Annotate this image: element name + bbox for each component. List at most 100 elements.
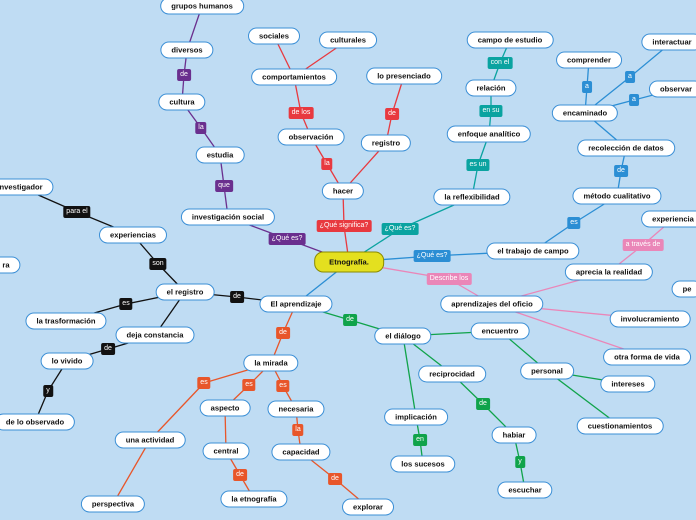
node-lo-presenciado[interactable]: lo presenciado bbox=[366, 67, 442, 85]
node-cultura[interactable]: cultura bbox=[158, 93, 206, 111]
connector-personal-cuestionamientos bbox=[546, 370, 621, 427]
node-aprendizajes-del-oficio[interactable]: aprendizajes del oficio bbox=[440, 295, 544, 313]
node-estudia[interactable]: estudia bbox=[195, 146, 245, 164]
link-label-de: de bbox=[614, 165, 628, 177]
link-label-es: es bbox=[567, 217, 581, 229]
link-label-describe-los: Describe los bbox=[426, 273, 472, 285]
link-label-es: es bbox=[197, 377, 211, 389]
connector-dialogo-implicacion bbox=[402, 335, 417, 418]
link-label-de: de bbox=[101, 343, 115, 355]
node-de-lo-observado[interactable]: de lo observado bbox=[0, 413, 76, 431]
link-label-en: en bbox=[413, 434, 427, 446]
node-comportamientos[interactable]: comportamientos bbox=[251, 68, 337, 86]
node-observacion[interactable]: observación bbox=[277, 128, 345, 146]
node-otra-forma-de-vida[interactable]: otra forma de vida bbox=[603, 348, 691, 366]
node-experiencia[interactable]: experiencia bbox=[641, 210, 696, 228]
link-label-a: a bbox=[629, 94, 639, 106]
node-lo-vivido[interactable]: lo vivido bbox=[40, 352, 94, 370]
node-personal[interactable]: personal bbox=[520, 362, 574, 380]
node-experiencias[interactable]: experiencias bbox=[98, 226, 168, 244]
node-escuchar[interactable]: escuchar bbox=[497, 481, 553, 499]
node-interactuar[interactable]: interactuar bbox=[641, 33, 696, 51]
link-label-que-es: ¿Qué es? bbox=[413, 250, 451, 262]
link-label-con-el: con el bbox=[487, 57, 513, 69]
node-recoleccion-de-datos[interactable]: recolección de datos bbox=[577, 139, 675, 157]
node-deja-constancia[interactable]: deja constancia bbox=[115, 326, 195, 344]
node-explorar[interactable]: explorar bbox=[342, 498, 394, 516]
node-involucramiento[interactable]: involucramiento bbox=[609, 310, 691, 328]
link-label-la: la bbox=[321, 158, 333, 170]
node-etnografia[interactable]: Etnografía. bbox=[314, 251, 384, 273]
link-label-para-el: para el bbox=[63, 206, 91, 218]
node-habiar[interactable]: habiar bbox=[491, 426, 537, 444]
connector-aprendizajes-otraforma bbox=[491, 303, 648, 358]
link-label-a: a bbox=[625, 71, 635, 83]
node-encaminado[interactable]: encaminado bbox=[551, 104, 619, 122]
node-el-dialogo[interactable]: el diálogo bbox=[374, 327, 432, 345]
link-label-de: de bbox=[385, 108, 399, 120]
link-label-que-es: ¿Qué es? bbox=[268, 233, 306, 245]
link-label-de: de bbox=[276, 327, 290, 339]
node-implicacion[interactable]: implicación bbox=[384, 408, 448, 426]
link-label-de: de bbox=[343, 314, 357, 326]
link-label-es: es bbox=[242, 379, 256, 391]
node-cuestionamientos[interactable]: cuestionamientos bbox=[576, 417, 664, 435]
node-una-actividad[interactable]: una actividad bbox=[114, 431, 186, 449]
link-label-de: de bbox=[177, 69, 191, 81]
link-label-que-significa: ¿Qué significa? bbox=[316, 220, 372, 232]
node-la-etnografia[interactable]: la etnografía bbox=[220, 490, 288, 508]
node-encuentro[interactable]: encuentro bbox=[470, 322, 530, 340]
node-grupos-humanos[interactable]: grupos humanos bbox=[160, 0, 244, 15]
link-label-y: y bbox=[43, 385, 53, 397]
node-el-registro[interactable]: el registro bbox=[155, 283, 215, 301]
node-investigacion-social[interactable]: investigación social bbox=[180, 208, 276, 226]
node-comprender[interactable]: comprender bbox=[556, 51, 622, 69]
node-reciprocidad[interactable]: reciprocidad bbox=[418, 365, 486, 383]
link-label-son: son bbox=[149, 258, 167, 270]
link-label-y: y bbox=[515, 456, 525, 468]
node-pe[interactable]: pe bbox=[671, 280, 696, 298]
link-label-es: es bbox=[119, 298, 133, 310]
link-label-en-su: en su bbox=[479, 105, 503, 117]
node-central[interactable]: central bbox=[202, 442, 250, 460]
node-la-trasformacion[interactable]: la trasformación bbox=[25, 312, 107, 330]
link-label-que-es: ¿Qué es? bbox=[381, 223, 419, 235]
link-label-de: de bbox=[230, 291, 244, 303]
node-relacion[interactable]: relación bbox=[465, 79, 517, 97]
link-label-a: a bbox=[582, 81, 592, 93]
node-metodo-cualitativo[interactable]: método cualitativo bbox=[572, 187, 662, 205]
node-ra[interactable]: ra bbox=[0, 256, 21, 274]
node-intereses[interactable]: intereses bbox=[600, 375, 656, 393]
node-enfoque-analitico[interactable]: enfoque analítico bbox=[446, 125, 532, 143]
node-los-sucesos[interactable]: los sucesos bbox=[390, 455, 456, 473]
node-aspecto[interactable]: aspecto bbox=[199, 399, 251, 417]
node-campo-de-estudio[interactable]: campo de estudio bbox=[466, 31, 554, 49]
node-sociales[interactable]: sociales bbox=[248, 27, 300, 45]
link-label-la: la bbox=[195, 122, 207, 134]
link-label-de: de bbox=[476, 398, 490, 410]
node-necesaria[interactable]: necesaria bbox=[267, 400, 325, 418]
connector-unaactividad-perspectiva bbox=[112, 439, 151, 505]
node-hacer[interactable]: hacer bbox=[321, 182, 365, 200]
node-el-trabajo-de-campo[interactable]: el trabajo de campo bbox=[486, 242, 580, 260]
node-observar[interactable]: observar bbox=[648, 80, 696, 98]
link-label-de: de bbox=[233, 469, 247, 481]
link-label-de: de bbox=[328, 473, 342, 485]
link-label-a-traves-de: a través de bbox=[622, 239, 664, 251]
node-registro[interactable]: registro bbox=[360, 134, 412, 152]
link-label-que: que bbox=[215, 180, 233, 192]
node-la-mirada[interactable]: la mirada bbox=[243, 354, 299, 372]
node-el-aprendizaje[interactable]: El aprendizaje bbox=[259, 295, 333, 313]
link-label-es: es bbox=[276, 380, 290, 392]
node-culturales[interactable]: culturales bbox=[319, 31, 377, 49]
node-aprecia-la-realidad[interactable]: aprecia la realidad bbox=[564, 263, 654, 281]
link-label-de-los: de los bbox=[288, 107, 314, 119]
link-label-es-un: es un bbox=[466, 159, 490, 171]
node-investigador[interactable]: investigador bbox=[0, 178, 54, 196]
connector-l_es_act-unaactividad bbox=[149, 382, 205, 441]
node-diversos[interactable]: diversos bbox=[160, 41, 214, 59]
node-perspectiva[interactable]: perspectiva bbox=[80, 495, 146, 513]
node-la-reflexibilidad[interactable]: la reflexibilidad bbox=[433, 188, 511, 206]
node-capacidad[interactable]: capacidad bbox=[271, 443, 331, 461]
